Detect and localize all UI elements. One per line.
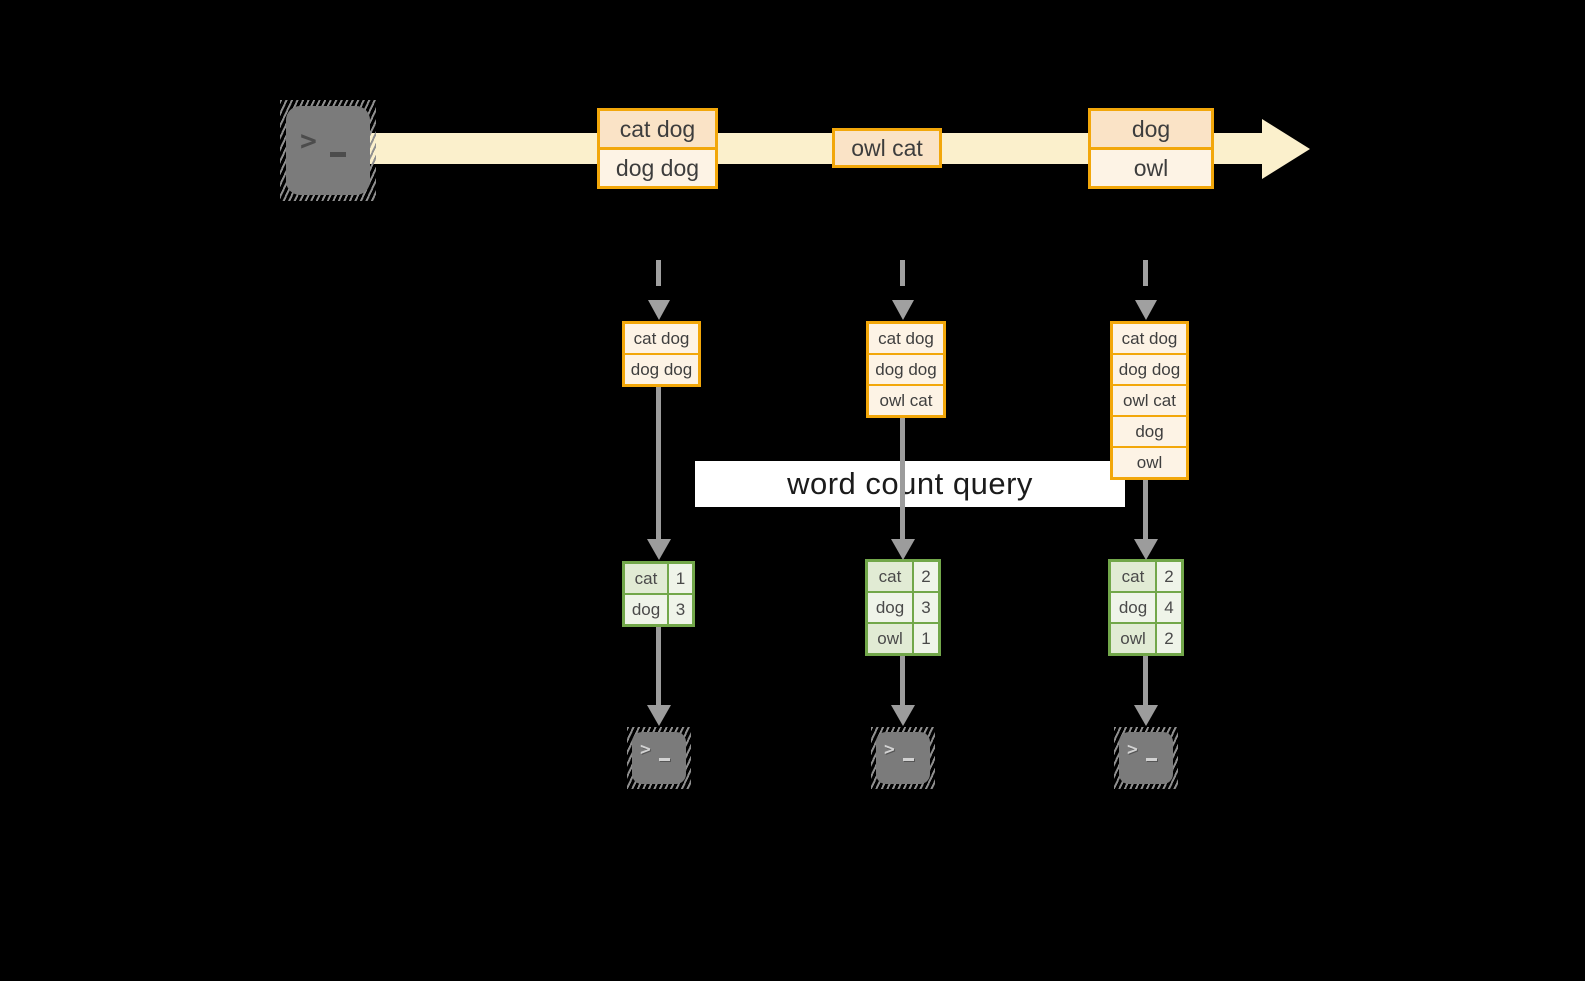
terminal-prompt-underscore bbox=[1146, 758, 1157, 761]
count-cell: 1 bbox=[669, 564, 692, 593]
arrow-line bbox=[1143, 480, 1148, 539]
arrow-line bbox=[900, 656, 905, 705]
word-cell: cat bbox=[868, 562, 912, 591]
word-cell: dog bbox=[868, 593, 912, 622]
stack-line: dog dog bbox=[625, 353, 698, 384]
source-terminal-icon: > bbox=[280, 100, 376, 201]
word-cell: owl bbox=[868, 624, 912, 653]
stack-line: cat dog bbox=[633, 328, 690, 348]
count-cell: 1 bbox=[914, 624, 938, 653]
batch-line: owl bbox=[1091, 147, 1211, 186]
terminal-prompt-underscore bbox=[903, 758, 914, 761]
microbatch-stack-1: cat dog dog dog bbox=[622, 321, 701, 387]
terminal-prompt-chevron: > bbox=[884, 739, 895, 760]
terminal-prompt-chevron: > bbox=[640, 739, 651, 760]
terminal-prompt-underscore bbox=[659, 758, 670, 761]
arrowhead bbox=[647, 705, 671, 726]
word-cell: dog bbox=[625, 595, 667, 624]
terminal-prompt-chevron: > bbox=[1127, 739, 1138, 760]
stack-line: owl bbox=[1113, 446, 1186, 477]
sink-terminal-icon: > bbox=[871, 727, 935, 789]
arrowhead bbox=[1134, 705, 1158, 726]
timeline-batch-1: cat dog dog dog bbox=[597, 108, 718, 189]
word-count-table-2: cat 2 dog 3 owl 1 bbox=[865, 559, 941, 656]
sink-terminal-icon: > bbox=[1114, 727, 1178, 789]
timeline-batch-2: owl cat bbox=[832, 128, 942, 168]
microbatch-stack-3: cat dog dog dog owl cat dog owl bbox=[1110, 321, 1189, 480]
dashed-arrow-line bbox=[900, 260, 905, 298]
count-cell: 3 bbox=[669, 595, 692, 624]
word-cell: cat bbox=[1111, 562, 1155, 591]
count-cell: 4 bbox=[1157, 593, 1181, 622]
dashed-arrowhead bbox=[1135, 300, 1157, 320]
query-label: word count query bbox=[787, 466, 1033, 501]
dashed-arrowhead bbox=[892, 300, 914, 320]
arrow-line bbox=[656, 387, 661, 539]
arrowhead bbox=[891, 539, 915, 560]
batch-line: dog dog bbox=[600, 147, 715, 186]
batch-line: cat dog bbox=[600, 111, 715, 147]
dashed-arrowhead bbox=[648, 300, 670, 320]
batch-line: dog bbox=[1091, 111, 1211, 147]
arrowhead bbox=[891, 705, 915, 726]
sink-terminal-icon: > bbox=[627, 727, 691, 789]
count-cell: 2 bbox=[1157, 624, 1181, 653]
word-cell: dog bbox=[1111, 593, 1155, 622]
word-count-table-1: cat 1 dog 3 bbox=[622, 561, 695, 627]
terminal-prompt-chevron: > bbox=[300, 124, 317, 157]
stack-line: owl cat bbox=[1113, 384, 1186, 415]
word-cell: cat bbox=[625, 564, 667, 593]
query-band: word count query bbox=[695, 461, 1125, 507]
arrow-line bbox=[1143, 656, 1148, 705]
count-cell: 2 bbox=[1157, 562, 1181, 591]
stack-line: owl cat bbox=[869, 384, 943, 415]
arrowhead bbox=[647, 539, 671, 560]
timeline-arrowhead bbox=[1262, 119, 1310, 179]
dashed-arrow-line bbox=[656, 260, 661, 298]
stack-line: dog dog bbox=[1113, 353, 1186, 384]
word-count-table-3: cat 2 dog 4 owl 2 bbox=[1108, 559, 1184, 656]
stack-line: dog bbox=[1113, 415, 1186, 446]
terminal-icon-body bbox=[286, 106, 370, 195]
timeline-batch-3: dog owl bbox=[1088, 108, 1214, 189]
terminal-prompt-underscore bbox=[330, 152, 346, 157]
arrow-line bbox=[656, 627, 661, 705]
batch-line: owl cat bbox=[835, 131, 939, 165]
stack-line: cat dog bbox=[1121, 328, 1178, 348]
microbatch-stack-2: cat dog dog dog owl cat bbox=[866, 321, 946, 418]
stack-line: dog dog bbox=[869, 353, 943, 384]
word-cell: owl bbox=[1111, 624, 1155, 653]
dashed-arrow-line bbox=[1143, 260, 1148, 298]
count-cell: 2 bbox=[914, 562, 938, 591]
arrow-line bbox=[900, 418, 905, 539]
arrowhead bbox=[1134, 539, 1158, 560]
count-cell: 3 bbox=[914, 593, 938, 622]
stack-line: cat dog bbox=[878, 328, 934, 348]
